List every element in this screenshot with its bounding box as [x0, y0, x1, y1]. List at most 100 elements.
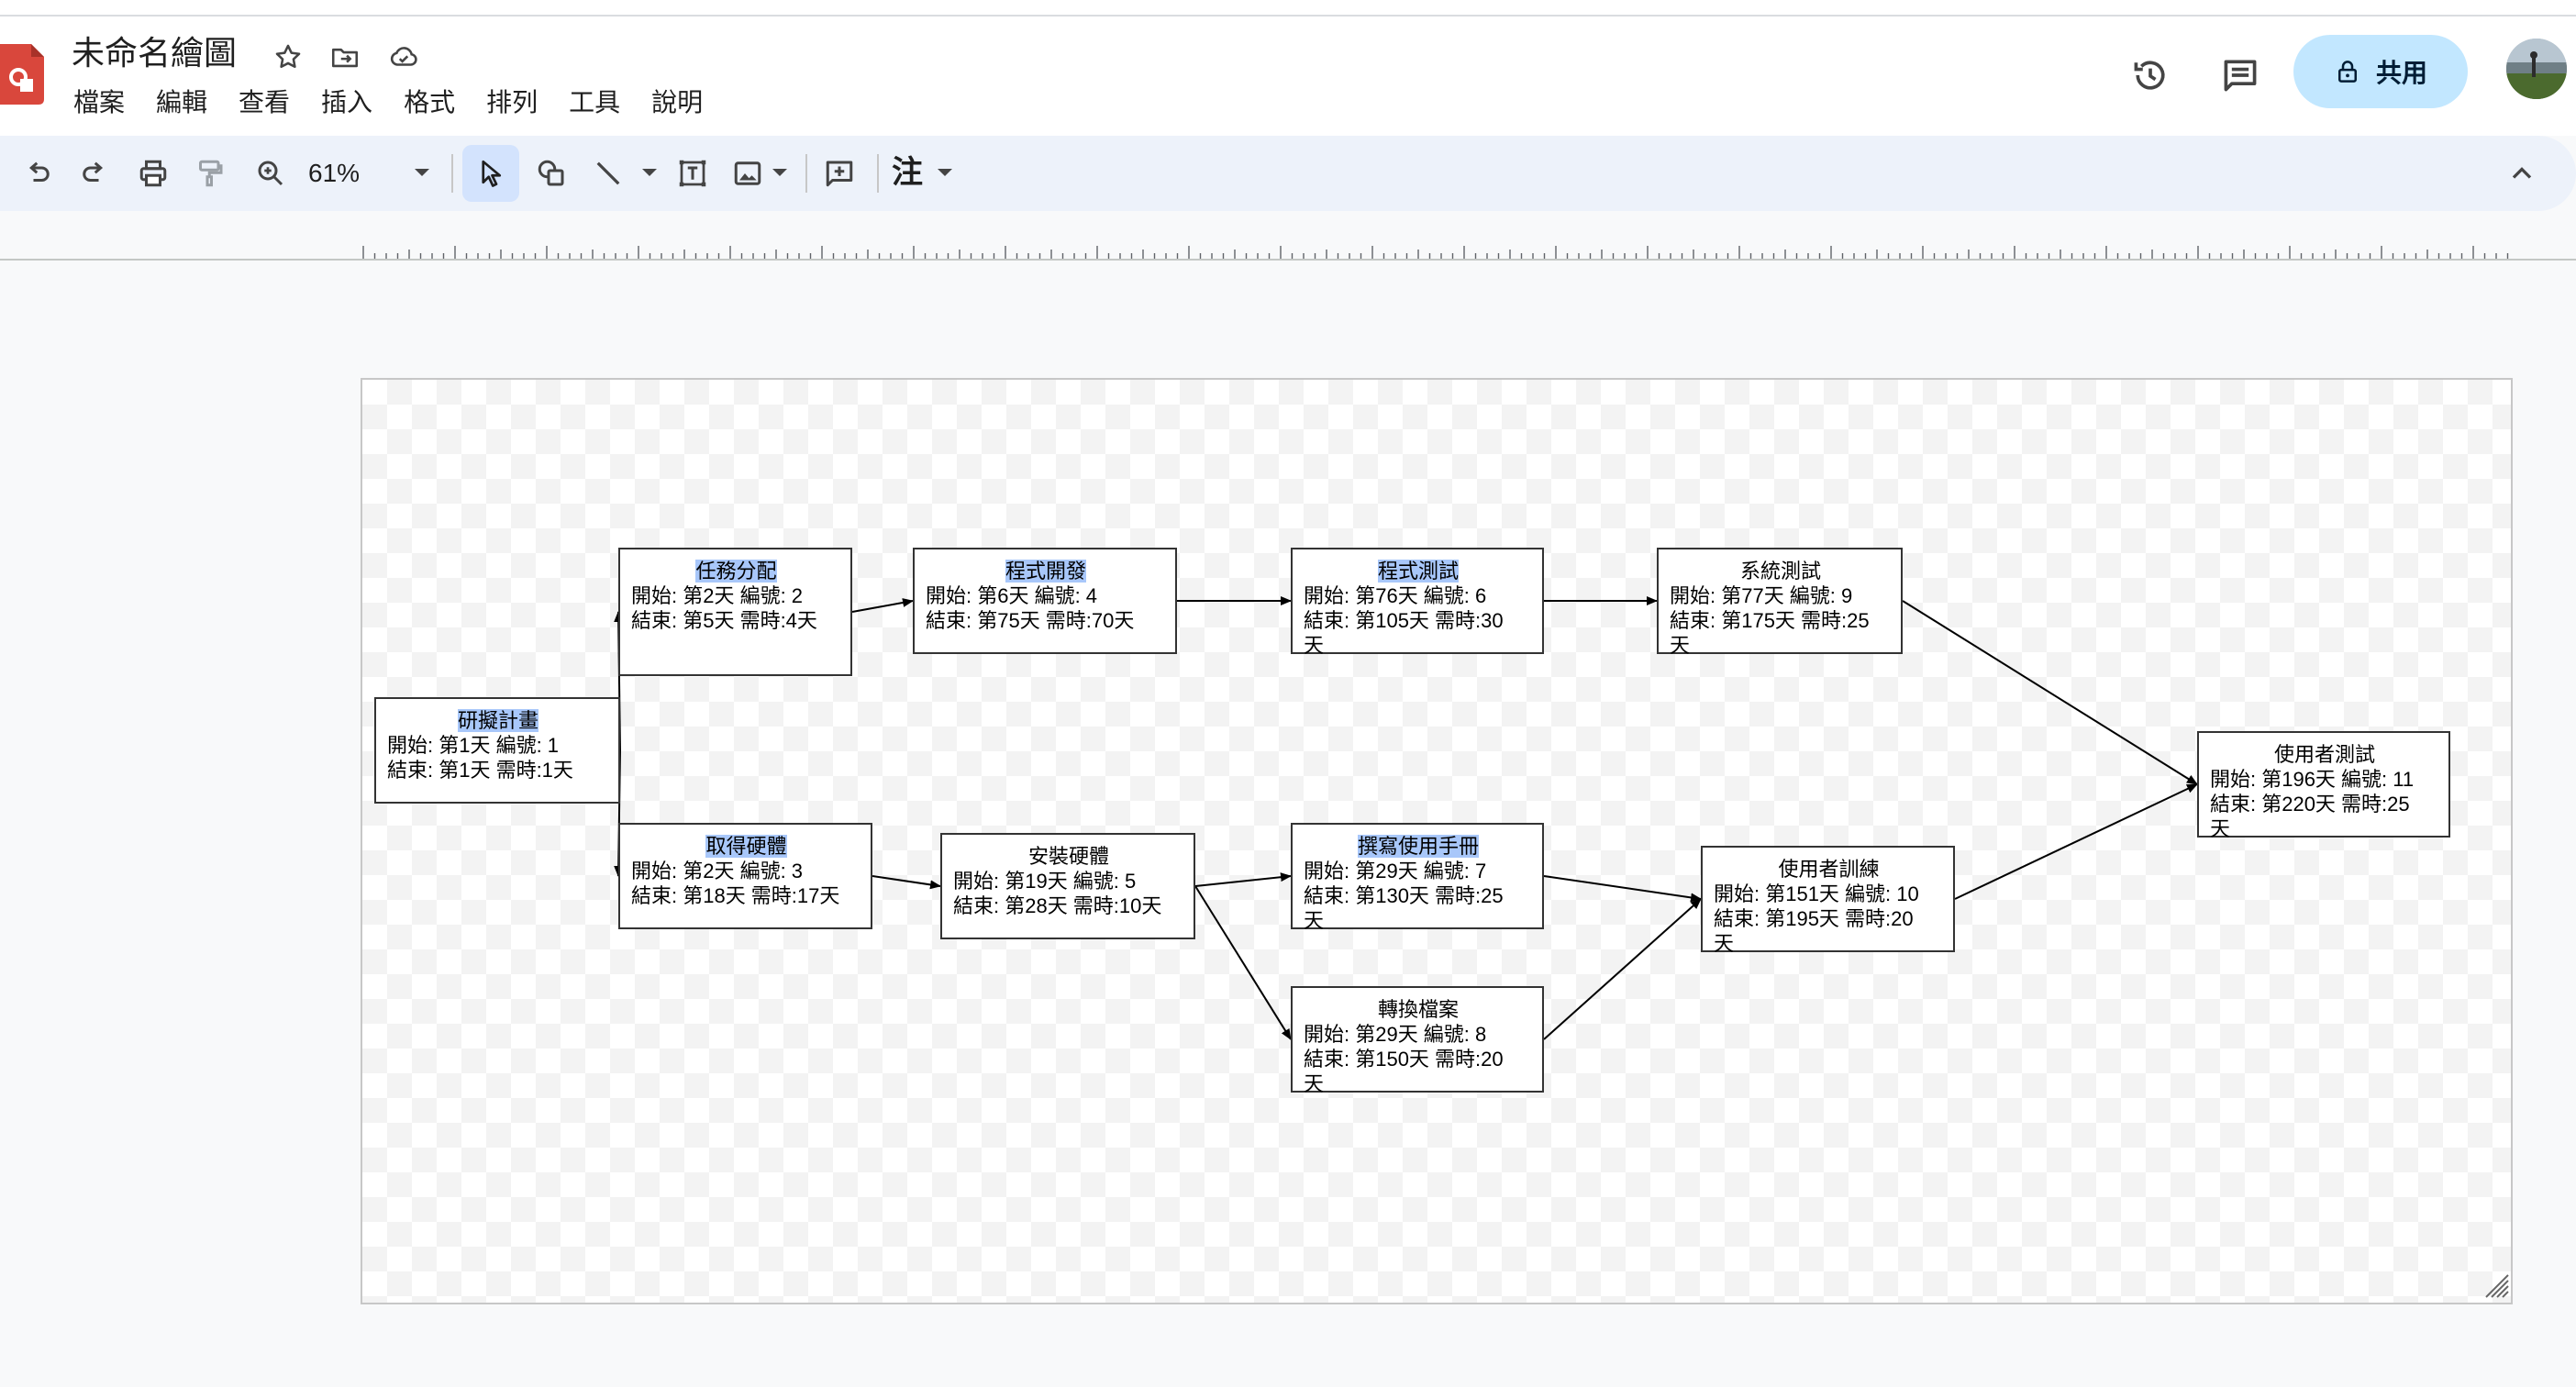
task-node-task-assignment[interactable]: 任務分配 開始: 第2天 編號: 2 結束: 第5天 需時:4天 [618, 548, 852, 676]
task-start-line: 開始: 第2天 編號: 3 [631, 860, 804, 882]
task-start-line: 開始: 第196天 編號: 11 [2210, 768, 2415, 791]
add-comment-icon[interactable] [811, 145, 868, 202]
image-dropdown-icon[interactable] [771, 163, 789, 182]
undo-icon[interactable] [9, 145, 66, 202]
task-end-line: 結束: 第195天 需時:20 [1714, 907, 1914, 930]
menu-help[interactable]: 說明 [651, 88, 704, 117]
toolbar: 61% 注 [0, 136, 2576, 211]
task-name-text: 程式測試 [1377, 560, 1459, 583]
task-start-line: 開始: 第2天 編號: 2 [631, 584, 804, 607]
move-folder-icon[interactable] [328, 40, 361, 73]
menu-bar: 檔案 編輯 查看 插入 格式 排列 工具 說明 [73, 84, 718, 121]
connector-arrow-n10-n11[interactable] [1954, 783, 2198, 900]
task-name-text: 取得硬體 [705, 835, 787, 858]
select-icon[interactable] [462, 145, 519, 202]
task-end-wrap: 天 [2210, 817, 2231, 840]
connector-arrow-n8-n10[interactable] [1543, 898, 1702, 1040]
task-start-line: 開始: 第19天 編號: 5 [953, 870, 1137, 893]
share-label: 共用 [2375, 59, 2427, 87]
share-button[interactable]: 共用 [2293, 35, 2468, 108]
task-end-wrap: 天 [1304, 1072, 1325, 1095]
task-start-line: 開始: 第76天 編號: 6 [1304, 584, 1487, 607]
connector-arrow-n9-n11[interactable] [1902, 600, 2198, 785]
drawing-page[interactable]: 研擬計畫 開始: 第1天 編號: 1 結束: 第1天 需時:1天 任務分配 開始… [361, 378, 2513, 1304]
task-end-wrap: 天 [1304, 634, 1325, 657]
task-node-convert-files[interactable]: 轉換檔案 開始: 第29天 編號: 8 結束: 第150天 需時:20 天 [1291, 986, 1544, 1095]
menu-file[interactable]: 檔案 [73, 88, 126, 117]
shape-icon[interactable] [523, 145, 580, 202]
toolbar-divider [805, 154, 807, 193]
task-name: 程式測試 [1304, 559, 1533, 583]
history-icon[interactable] [2125, 50, 2176, 101]
collapse-icon[interactable] [2493, 145, 2550, 202]
task-end-line: 結束: 第28天 需時:10天 [953, 894, 1162, 917]
canvas-resize-handle-icon[interactable] [2482, 1271, 2510, 1299]
menu-insert[interactable]: 插入 [321, 88, 373, 117]
task-name-text: 使用者訓練 [1778, 858, 1880, 881]
star-icon[interactable] [272, 40, 305, 73]
task-node-user-training[interactable]: 使用者訓練 開始: 第151天 編號: 10 結束: 第195天 需時:20 天 [1701, 846, 1955, 955]
task-end-line: 結束: 第175天 需時:25 [1670, 609, 1870, 632]
zoom-icon[interactable] [242, 145, 299, 202]
task-start-line: 開始: 第29天 編號: 7 [1304, 860, 1487, 882]
format-dropdown-icon[interactable] [936, 163, 954, 182]
task-name: 任務分配 [631, 559, 841, 583]
task-node-system-testing[interactable]: 系統測試 開始: 第77天 編號: 9 結束: 第175天 需時:25 天 [1657, 548, 1903, 657]
task-name: 程式開發 [926, 559, 1166, 583]
print-icon[interactable] [125, 145, 182, 202]
format-glyph[interactable]: 注 [892, 155, 923, 190]
task-node-research-plan[interactable]: 研擬計畫 開始: 第1天 編號: 1 結束: 第1天 需時:1天 [374, 697, 620, 804]
task-name-text: 研擬計畫 [457, 709, 539, 732]
menu-view[interactable]: 查看 [239, 88, 291, 117]
account-avatar[interactable] [2506, 39, 2567, 99]
menu-edit[interactable]: 編輯 [156, 88, 208, 117]
task-start-line: 開始: 第1天 編號: 1 [387, 734, 560, 757]
task-end-wrap: 天 [1714, 932, 1735, 955]
menu-arrange[interactable]: 排列 [486, 88, 539, 117]
cloud-saved-icon[interactable] [387, 40, 420, 73]
task-end-line: 結束: 第130天 需時:25 [1304, 884, 1504, 907]
task-end-wrap: 天 [1304, 909, 1325, 932]
line-dropdown-icon[interactable] [640, 163, 659, 182]
task-start-line: 開始: 第151天 編號: 10 [1714, 882, 1919, 905]
connector-arrow-n7-n10[interactable] [1543, 875, 1702, 903]
text-box-icon[interactable] [664, 145, 721, 202]
task-end-wrap: 天 [1670, 634, 1691, 657]
task-node-acquire-hardware[interactable]: 取得硬體 開始: 第2天 編號: 3 結束: 第18天 需時:17天 [618, 823, 872, 929]
menu-tools[interactable]: 工具 [569, 88, 621, 117]
task-name: 研擬計畫 [387, 708, 609, 733]
task-name-text: 安裝硬體 [1027, 845, 1109, 868]
task-node-program-development[interactable]: 程式開發 開始: 第6天 編號: 4 結束: 第75天 需時:70天 [913, 548, 1177, 654]
connector-arrow-n5-n7[interactable] [1194, 872, 1292, 887]
task-name: 取得硬體 [631, 834, 861, 859]
connector-arrow-n3-n5[interactable] [872, 875, 941, 890]
task-name-text: 系統測試 [1739, 560, 1821, 583]
task-node-write-user-manual[interactable]: 撰寫使用手冊 開始: 第29天 編號: 7 結束: 第130天 需時:25 天 [1291, 823, 1544, 932]
task-name-text: 撰寫使用手冊 [1357, 835, 1479, 858]
task-end-line: 結束: 第220天 需時:25 [2210, 793, 2410, 816]
task-name-text: 任務分配 [695, 560, 777, 583]
menu-format[interactable]: 格式 [404, 88, 456, 117]
task-node-program-testing[interactable]: 程式測試 開始: 第76天 編號: 6 結束: 第105天 需時:30 天 [1291, 548, 1544, 657]
line-icon[interactable] [580, 145, 637, 202]
task-end-line: 結束: 第150天 需時:20 [1304, 1048, 1504, 1071]
paint-format-icon[interactable] [182, 145, 239, 202]
top-divider [0, 15, 2576, 17]
task-end-line: 結束: 第105天 需時:30 [1304, 609, 1504, 632]
comments-icon[interactable] [2215, 50, 2266, 101]
ruler-baseline [0, 259, 2576, 261]
document-title[interactable]: 未命名繪圖 [72, 34, 238, 72]
task-name-text: 使用者測試 [2273, 743, 2375, 766]
redo-icon[interactable] [66, 145, 123, 202]
connector-arrow-n5-n8[interactable] [1194, 885, 1292, 1040]
zoom-level[interactable]: 61% [308, 159, 361, 187]
image-icon[interactable] [719, 145, 776, 202]
task-node-install-hardware[interactable]: 安裝硬體 開始: 第19天 編號: 5 結束: 第28天 需時:10天 [940, 833, 1195, 939]
task-name-text: 轉換檔案 [1377, 998, 1459, 1021]
connector-arrow-n2-n4[interactable] [851, 598, 914, 613]
app-header: 未命名繪圖 檔案 編輯 查看 插入 格式 排列 工具 說明 共用 [0, 0, 2576, 136]
zoom-dropdown-icon[interactable] [413, 163, 431, 182]
task-end-line: 結束: 第5天 需時:4天 [631, 609, 817, 632]
drawings-logo-icon[interactable] [0, 44, 44, 105]
task-node-user-acceptance-testing[interactable]: 使用者測試 開始: 第196天 編號: 11 結束: 第220天 需時:25 天 [2197, 731, 2450, 840]
